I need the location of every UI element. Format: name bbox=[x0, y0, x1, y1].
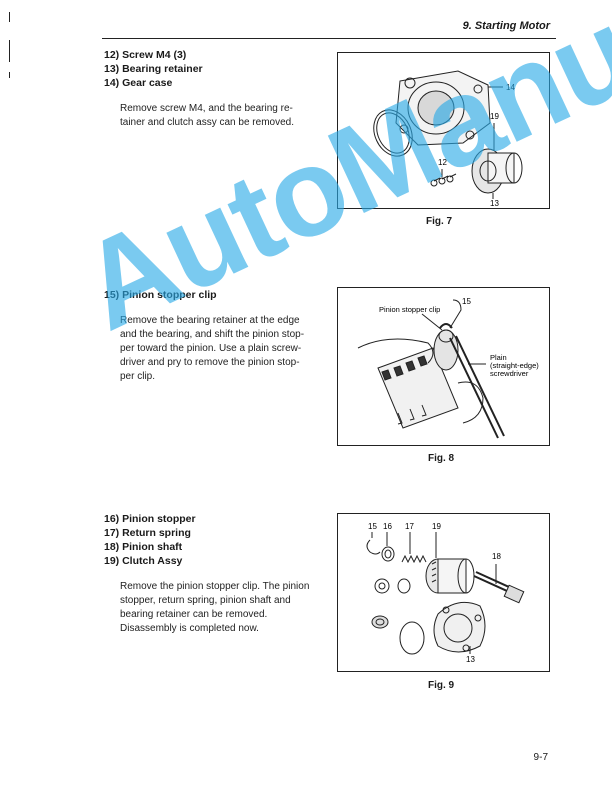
step-description: Remove the pinion stopper clip. The pini… bbox=[120, 581, 310, 634]
callout-13: 13 bbox=[466, 655, 475, 664]
label-pinion-stopper-clip: Pinion stopper clip bbox=[379, 305, 440, 314]
step-heading: 18) Pinion shaft bbox=[104, 541, 183, 553]
label-plain: Plain bbox=[490, 353, 507, 362]
header-rule bbox=[102, 38, 556, 39]
callout-19: 19 bbox=[432, 522, 441, 531]
step-heading: 15) Pinion stopper clip bbox=[104, 289, 217, 301]
callout-16: 16 bbox=[383, 522, 392, 531]
callout-15: 15 bbox=[368, 522, 377, 531]
callout-17: 17 bbox=[405, 522, 414, 531]
callout-14: 14 bbox=[506, 83, 515, 92]
label-straight-edge: (straight-edge) bbox=[490, 361, 539, 370]
figure-caption: Fig. 8 bbox=[428, 453, 455, 464]
figure-8: 15 Pinion stopper clip Plain (straight-e… bbox=[337, 287, 550, 446]
step-description: Remove screw M4, and the bearing re-tain… bbox=[120, 103, 294, 128]
callout-15: 15 bbox=[462, 297, 471, 306]
margin-mark bbox=[9, 72, 10, 78]
figure-caption: Fig. 9 bbox=[428, 680, 455, 691]
figure-caption: Fig. 7 bbox=[426, 216, 453, 227]
header-title: 9. Starting Motor bbox=[462, 20, 550, 32]
clutch-assy-exploded-illustration: 15 16 17 19 18 13 bbox=[366, 522, 525, 664]
section-gear-case: 12) Screw M4 (3) 13) Bearing retainer 14… bbox=[104, 48, 314, 130]
step-heading: 19) Clutch Assy bbox=[104, 555, 183, 567]
step-description: Remove the bearing retainer at the edge … bbox=[120, 315, 305, 382]
margin-mark bbox=[9, 40, 10, 62]
step-heading: 17) Return spring bbox=[104, 527, 191, 539]
step-heading: 16) Pinion stopper bbox=[104, 513, 196, 525]
pinion-clip-removal-illustration: 15 Pinion stopper clip Plain (straight-e… bbox=[357, 297, 539, 439]
page-number: 9-7 bbox=[533, 752, 548, 763]
margin-mark bbox=[9, 12, 10, 22]
step-heading: 13) Bearing retainer bbox=[104, 63, 203, 75]
callout-12: 12 bbox=[438, 158, 447, 167]
figure-9: 15 16 17 19 18 13 bbox=[337, 513, 550, 672]
figure-7: 14 19 12 13 bbox=[337, 52, 550, 209]
callout-19: 19 bbox=[490, 112, 499, 121]
gear-case-exploded-illustration: 14 19 12 13 bbox=[373, 70, 523, 208]
callout-18: 18 bbox=[492, 552, 501, 561]
section-clutch-assy: 16) Pinion stopper 17) Return spring 18)… bbox=[104, 512, 314, 636]
step-heading: 14) Gear case bbox=[104, 77, 173, 89]
label-screwdriver: screwdriver bbox=[490, 369, 529, 378]
step-heading: 12) Screw M4 (3) bbox=[104, 49, 187, 61]
callout-13: 13 bbox=[490, 199, 499, 208]
section-pinion-stopper-clip: 15) Pinion stopper clip Remove the beari… bbox=[104, 288, 314, 384]
